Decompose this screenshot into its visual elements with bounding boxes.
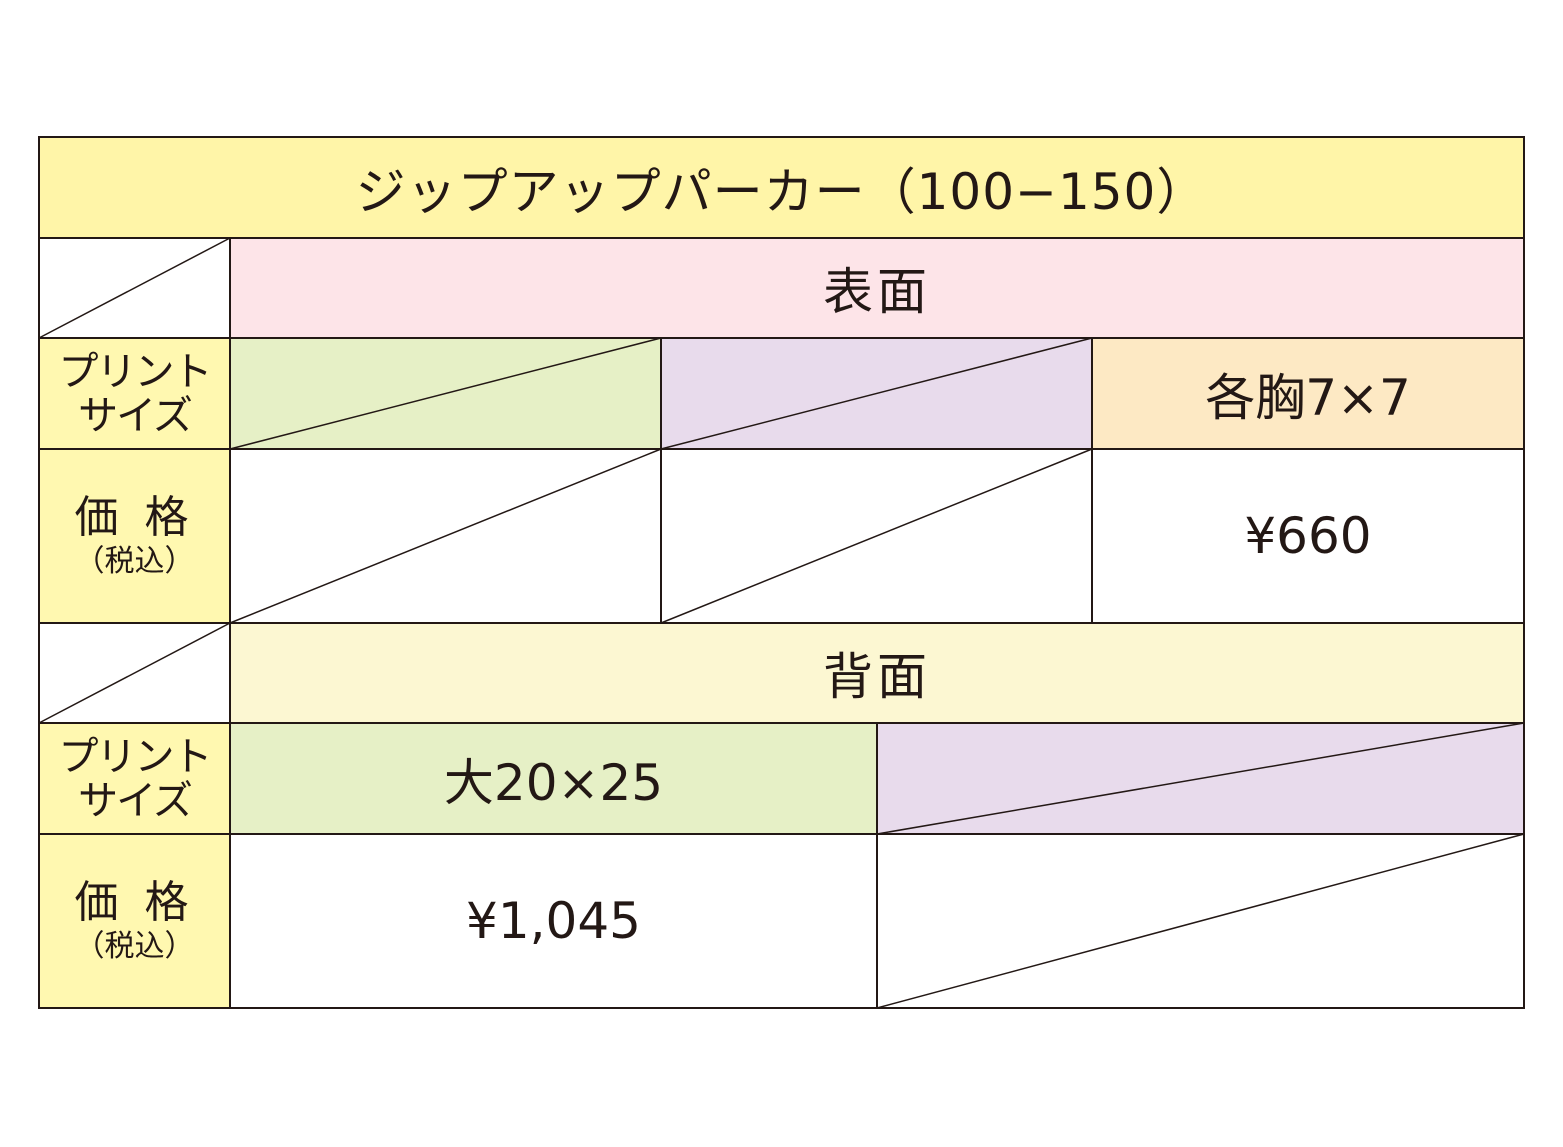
table-outer-border (38, 136, 1525, 1009)
print-label-line1: プリント (58, 348, 213, 395)
back-print-size-label: プリント サイズ (39, 723, 230, 834)
product-title: ジップアップパーカー（100−150） (355, 162, 1208, 221)
back-corner-diagonal (38, 622, 231, 724)
diagonal-back-price (876, 833, 1525, 1009)
front-print-size-label: プリント サイズ (39, 338, 230, 449)
price-label-tax-note: （税込） (74, 544, 195, 579)
price-label-tax-note: （税込） (74, 929, 195, 964)
diagonal-front-size-2 (660, 337, 1093, 450)
front-corner-diagonal (38, 237, 231, 339)
print-label-line2: サイズ (78, 392, 193, 439)
front-price-chest-cell: ¥660 (1092, 449, 1524, 623)
front-size-chest: 各胸7×7 (1205, 368, 1411, 427)
back-price-large: ¥1,045 (466, 892, 641, 950)
front-price-chest: ¥660 (1244, 507, 1372, 565)
diagonal-back-size (876, 722, 1525, 835)
back-heading: 背面 (823, 648, 931, 706)
back-size-large: 大20×25 (443, 753, 664, 812)
back-price-large-cell: ¥1,045 (230, 834, 877, 1008)
print-label-line1: プリント (58, 733, 213, 780)
diagonal-front-size-1 (229, 337, 662, 450)
title-bar: ジップアップパーカー（100−150） (39, 137, 1524, 238)
back-size-large-cell: 大20×25 (230, 723, 877, 834)
price-label-main: 価 格 (74, 492, 195, 543)
back-heading-cell: 背面 (230, 623, 1524, 723)
front-heading: 表面 (823, 263, 931, 321)
front-price-label: 価 格 （税込） (39, 449, 230, 623)
front-heading-cell: 表面 (230, 238, 1524, 338)
back-price-label: 価 格 （税込） (39, 834, 230, 1008)
diagonal-front-price-1 (229, 448, 662, 624)
diagonal-front-price-2 (660, 448, 1093, 624)
front-size-chest-cell: 各胸7×7 (1092, 338, 1524, 449)
price-label-main: 価 格 (74, 877, 195, 928)
print-label-line2: サイズ (78, 777, 193, 824)
